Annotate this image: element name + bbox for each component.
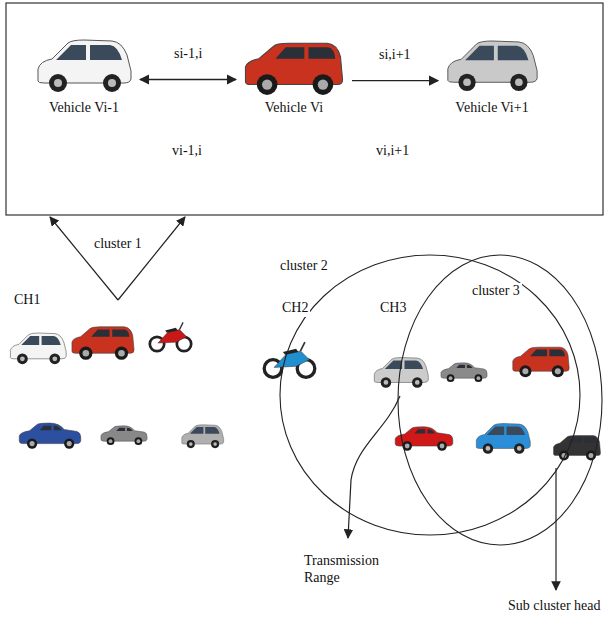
- vehicle-picture: [242, 36, 346, 98]
- edge-label: si-1,i: [172, 46, 204, 62]
- cluster-vehicles: [10, 322, 600, 460]
- text-label: vi,i+1: [374, 143, 411, 160]
- text-label: CH2: [280, 300, 310, 317]
- pointer-line: [118, 217, 185, 300]
- text-label: cluster 3: [470, 283, 522, 300]
- vehicle-node: Vehicle Vi+1: [440, 32, 544, 116]
- text-label: CH1: [12, 292, 42, 309]
- text-label: CH3: [378, 300, 408, 317]
- text-label: cluster 2: [278, 258, 330, 275]
- leader-line: [555, 468, 556, 590]
- pointer-line: [50, 217, 118, 300]
- text-label: Sub cluster head: [506, 598, 603, 615]
- edge-label: si,i+1: [377, 47, 413, 63]
- vehicle-picture: [34, 32, 134, 98]
- text-label: vi-1,i: [170, 143, 204, 160]
- transmission-range: [398, 255, 602, 545]
- vehicle-node: Vehicle Vi-1: [30, 32, 138, 116]
- group-frame: [6, 3, 603, 215]
- leader-line: [348, 396, 400, 538]
- transmission-range: [280, 255, 580, 535]
- vehicle-label: Vehicle Vi-1: [47, 98, 121, 116]
- connector-arrow: [140, 79, 236, 80]
- text-label: cluster 1: [92, 236, 144, 253]
- vehicle-label: Vehicle Vi+1: [453, 98, 530, 116]
- vehicle-label: Vehicle Vi: [263, 98, 325, 116]
- connector-arrow: [352, 80, 438, 81]
- text-label: Transmission Range: [302, 553, 394, 587]
- vehicle-node: Vehicle Vi: [238, 36, 350, 116]
- vehicle-picture: [444, 32, 540, 98]
